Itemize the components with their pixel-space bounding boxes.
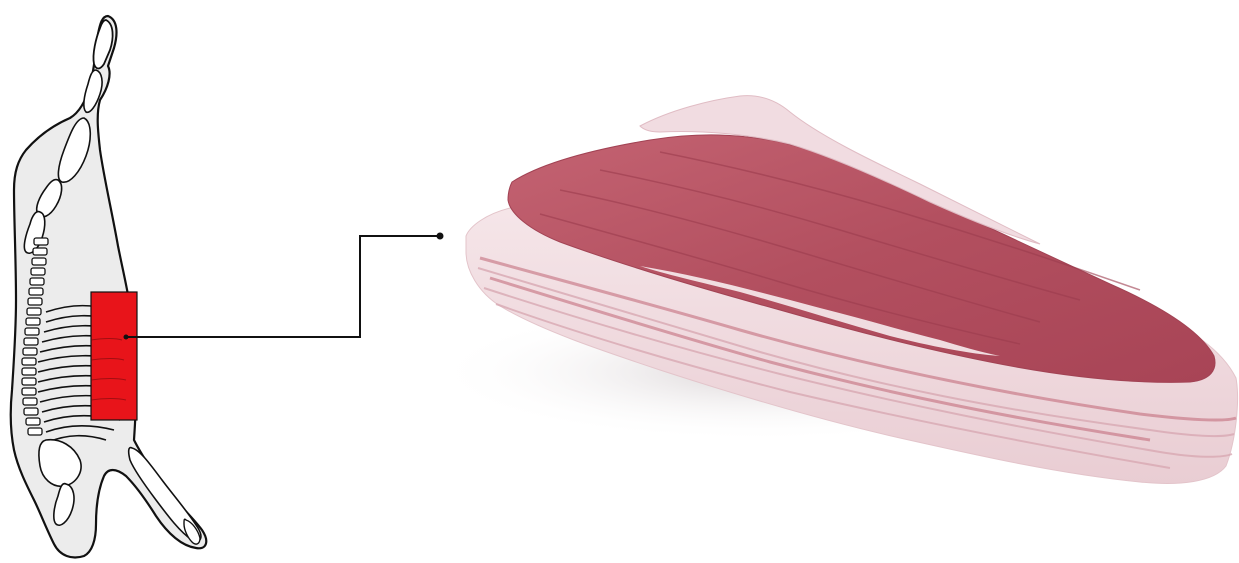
pork-belly-cut-image: [430, 96, 1238, 484]
highlighted-cut-region: [91, 292, 137, 420]
carcass-illustration: [11, 16, 207, 558]
connector-end-dot: [437, 233, 444, 240]
carcass-silhouette: [11, 16, 207, 558]
connector-path: [126, 236, 440, 337]
connector-line: [124, 233, 444, 340]
